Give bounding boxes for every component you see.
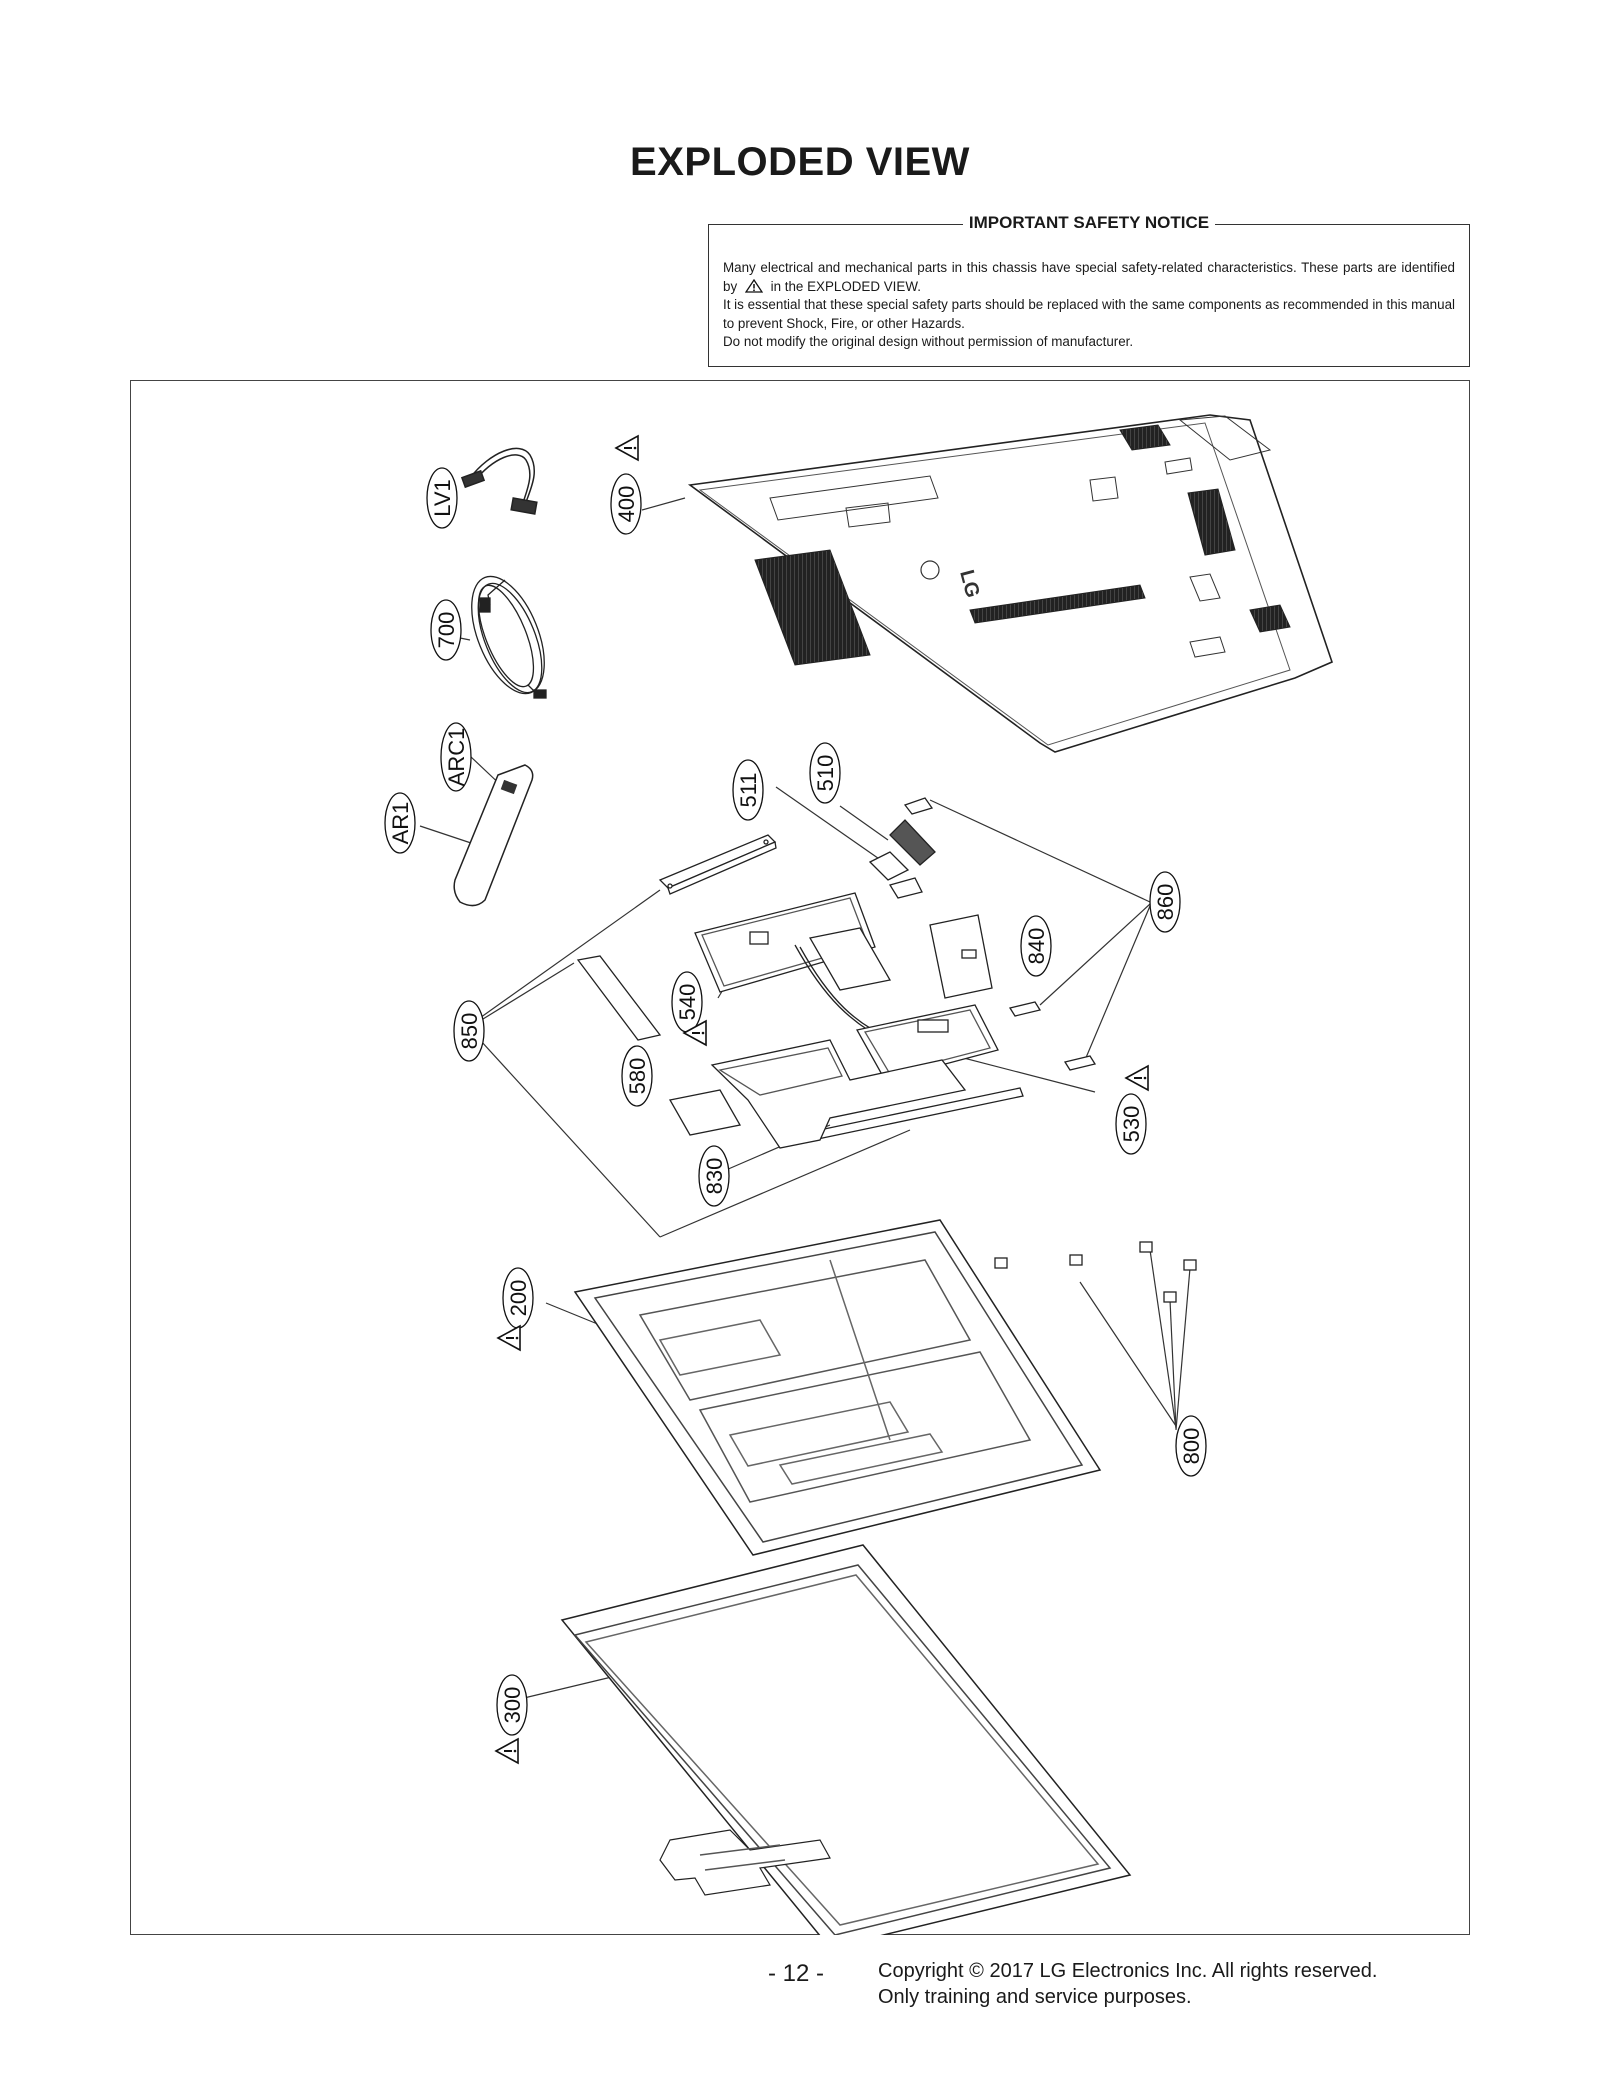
warning-triangle-icon	[744, 278, 763, 293]
callout-200: 200	[506, 1280, 531, 1317]
power-cord-700	[471, 575, 547, 699]
callout-840: 840	[1024, 928, 1049, 965]
board-840	[929, 914, 993, 999]
bezel-300	[560, 1544, 1132, 1935]
leader-lines	[419, 497, 1191, 1699]
callout-400: 400	[614, 486, 639, 523]
notice-line2: It is essential that these special safet…	[723, 297, 1455, 331]
callout-850: 850	[457, 1013, 482, 1050]
copyright-line2: Only training and service purposes.	[878, 1986, 1192, 2008]
page-number: - 12 -	[768, 1960, 825, 1987]
power-board-530	[856, 1004, 999, 1081]
callout-ar1: AR1	[388, 802, 413, 845]
clips-800	[994, 1241, 1197, 1303]
callout-830: 830	[702, 1158, 727, 1195]
cable-lv1	[460, 447, 538, 515]
callout-300: 300	[500, 1687, 525, 1724]
callout-group: LV1 400 700 ARC1 AR1 511 510 860	[384, 467, 1207, 1736]
callout-511: 511	[736, 772, 761, 807]
part-510	[868, 797, 936, 899]
bracket-511	[658, 834, 777, 895]
remote-ar1	[453, 764, 534, 907]
copyright-notice: Copyright © 2017 LG Electronics Inc. All…	[878, 1958, 1377, 2010]
notice-line1b: in the EXPLODED VIEW.	[770, 278, 921, 294]
callout-lv1: LV1	[430, 479, 455, 517]
callout-540: 540	[675, 984, 700, 1021]
callout-580: 580	[625, 1058, 650, 1095]
callout-700: 700	[434, 612, 459, 649]
frame-200	[573, 1219, 1102, 1556]
callout-800: 800	[1179, 1428, 1204, 1465]
clips-860	[1008, 1001, 1097, 1071]
safety-notice-body: Many electrical and mechanical parts in …	[723, 259, 1455, 352]
page-title: EXPLODED VIEW	[630, 140, 970, 184]
warning-triangle-icon	[497, 1325, 521, 1351]
callout-arc1: ARC1	[444, 728, 469, 787]
part-580	[668, 1089, 742, 1136]
warning-triangle-icon	[495, 1738, 519, 1764]
safety-notice: IMPORTANT SAFETY NOTICE Many electrical …	[708, 213, 1470, 367]
notice-line1a: Many electrical and mechanical parts in …	[723, 260, 1455, 294]
warning-triangle-icon	[615, 435, 639, 461]
callout-860: 860	[1153, 884, 1178, 921]
callout-510: 510	[813, 755, 838, 792]
copyright-line1: Copyright © 2017 LG Electronics Inc. All…	[878, 1960, 1378, 1982]
exploded-view-diagram: LG	[384, 414, 1333, 1935]
callout-530: 530	[1119, 1106, 1144, 1143]
warning-triangle-icon	[1125, 1065, 1149, 1091]
notice-line3: Do not modify the original design withou…	[723, 334, 1134, 349]
safety-notice-heading: IMPORTANT SAFETY NOTICE	[962, 213, 1216, 232]
shield-830	[710, 1039, 967, 1149]
diagram-frame	[130, 380, 1470, 1935]
back-cover-400: LG	[687, 414, 1333, 753]
